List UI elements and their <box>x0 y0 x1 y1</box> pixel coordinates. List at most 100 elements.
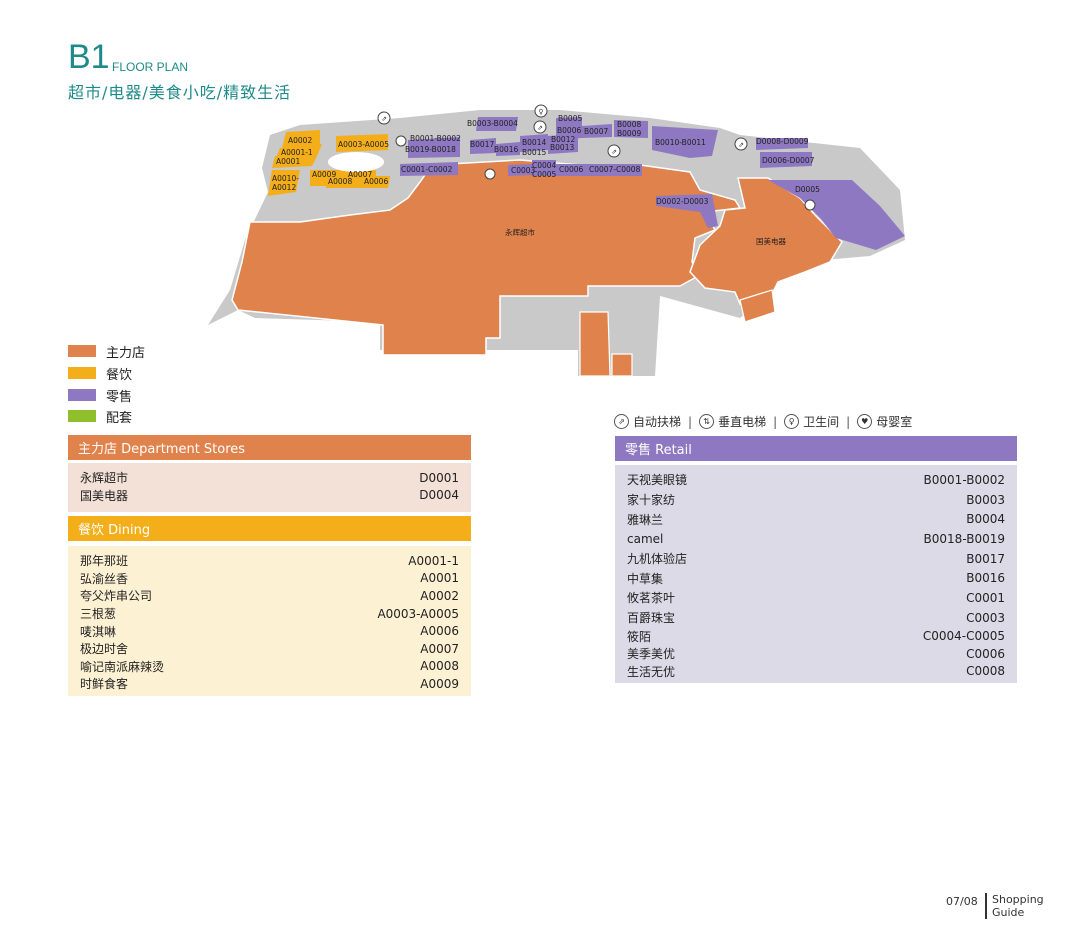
facility-label: 垂直电梯 <box>718 415 767 429</box>
unit-label: A0010- <box>272 174 299 183</box>
list-item: 国美电器 D0004 <box>80 487 459 505</box>
store-code: B0017 <box>966 551 1005 566</box>
store-name: 筱陌 <box>627 629 652 644</box>
unit-label: B0016 <box>494 145 518 154</box>
retail-c0007 <box>586 164 642 176</box>
store-code: A0007 <box>420 641 459 656</box>
legend-swatch-support <box>68 410 96 422</box>
dining-a0002 <box>282 130 320 148</box>
svg-text:⇗: ⇗ <box>537 124 543 132</box>
legend-label: 零售 <box>106 389 133 405</box>
legend-retail: 零售 <box>68 386 133 405</box>
store-name: 弘渝丝香 <box>80 571 129 586</box>
list-item: 中草集 B0016 <box>627 568 1005 588</box>
store-code: A0008 <box>420 659 459 674</box>
retail-d0008 <box>756 138 808 150</box>
retail-b0014 <box>520 134 548 152</box>
electronics-label: 国美电器 <box>756 236 786 246</box>
annex-shop-1 <box>579 311 611 377</box>
unit-label: B0015 <box>522 148 546 157</box>
unit-label: C0005 <box>532 170 557 179</box>
svg-text:⇗: ⇗ <box>611 148 617 156</box>
dining-a0001 <box>272 154 318 168</box>
store-name: 时鲜食客 <box>80 677 129 692</box>
unit-label: B0003-B0004 <box>467 119 518 128</box>
unit-label: A0008 <box>328 177 352 186</box>
unit-label: D0008-D0009 <box>756 137 809 146</box>
store-code: B0004 <box>966 512 1005 527</box>
unit-label: B0006 <box>557 126 581 135</box>
unit-label: A0009 <box>312 170 336 179</box>
supermarket-area <box>231 159 742 356</box>
store-name: 家十家纺 <box>627 493 676 508</box>
store-name: 天视美眼镜 <box>627 473 688 488</box>
unit-label: B0013 <box>550 143 574 152</box>
facility-label: 母婴室 <box>876 415 913 429</box>
unit-label: A0003-A0005 <box>338 140 389 149</box>
elevator-icon: ⇅ <box>699 414 715 429</box>
list-item: 攸茗茶叶 C0001 <box>627 588 1005 608</box>
supermarket-label: 永辉超市 <box>505 227 535 237</box>
store-code: C0008 <box>966 664 1005 679</box>
unit-label: B0008 <box>617 120 641 129</box>
legend-label: 主力店 <box>106 345 146 361</box>
store-name: 雅琳兰 <box>627 512 664 527</box>
retail-c0003 <box>508 164 532 176</box>
elevator-icon <box>484 168 496 180</box>
retail-c0006 <box>556 164 586 176</box>
unit-label: C0004 <box>532 161 557 170</box>
store-code: A0002 <box>420 588 459 603</box>
store-name: 中草集 <box>627 571 664 586</box>
dining-a0010 <box>268 170 300 196</box>
unit-label: B0010-B0011 <box>655 138 706 147</box>
unit-label: B0014 <box>522 138 546 147</box>
retail-b0007 <box>582 124 612 138</box>
retail-b0001 <box>408 137 460 150</box>
store-code: A0001 <box>420 571 459 586</box>
retail-b0012 <box>548 134 578 154</box>
floor-plan-label: FLOOR PLAN <box>112 60 189 74</box>
retail-b0016 <box>496 142 520 156</box>
list-item: 家十家纺 B0003 <box>627 490 1005 510</box>
restroom-icon: ♀ <box>784 414 800 429</box>
store-name: 攸茗茶叶 <box>627 591 676 606</box>
list-item: 弘渝丝香 A0001 <box>80 570 459 588</box>
legend-swatch-retail <box>68 389 96 401</box>
escalator-icon <box>734 137 748 151</box>
elevator-icon <box>804 199 816 211</box>
dining-a0008 <box>326 178 362 188</box>
svg-text:⇗: ⇗ <box>381 115 387 123</box>
escalator-icon: ⇗ <box>614 414 629 429</box>
retail-b0019 <box>408 148 460 158</box>
restroom-icon <box>534 104 548 118</box>
department-panel-header: 主力店 Department Stores <box>68 435 471 460</box>
retail-d0002 <box>656 194 718 228</box>
store-code: A0006 <box>420 624 459 639</box>
escalator-icon <box>533 120 547 134</box>
escalator-icon <box>607 144 621 158</box>
list-item: 雅琳兰 B0004 <box>627 509 1005 529</box>
store-code: C0006 <box>966 646 1005 661</box>
store-name: camel <box>627 531 664 546</box>
store-code: C0004-C0005 <box>922 629 1005 644</box>
store-code: C0001 <box>966 590 1005 605</box>
store-code: B0003 <box>966 492 1005 507</box>
retail-c0001 <box>400 162 458 176</box>
footer-divider <box>985 893 987 919</box>
unit-label: C0003 <box>511 166 536 175</box>
unit-label: C0007-C0008 <box>589 165 641 174</box>
floor-subtitle: 超市/电器/美食小吃/精致生活 <box>68 83 292 102</box>
unit-label: A0001-1 <box>281 148 313 157</box>
unit-label: D0005 <box>795 185 820 194</box>
store-code: B0016 <box>966 571 1005 586</box>
store-name: 永辉超市 <box>80 471 129 486</box>
unit-label: C0006 <box>559 165 584 174</box>
unit-label: C0001-C0002 <box>401 165 453 174</box>
